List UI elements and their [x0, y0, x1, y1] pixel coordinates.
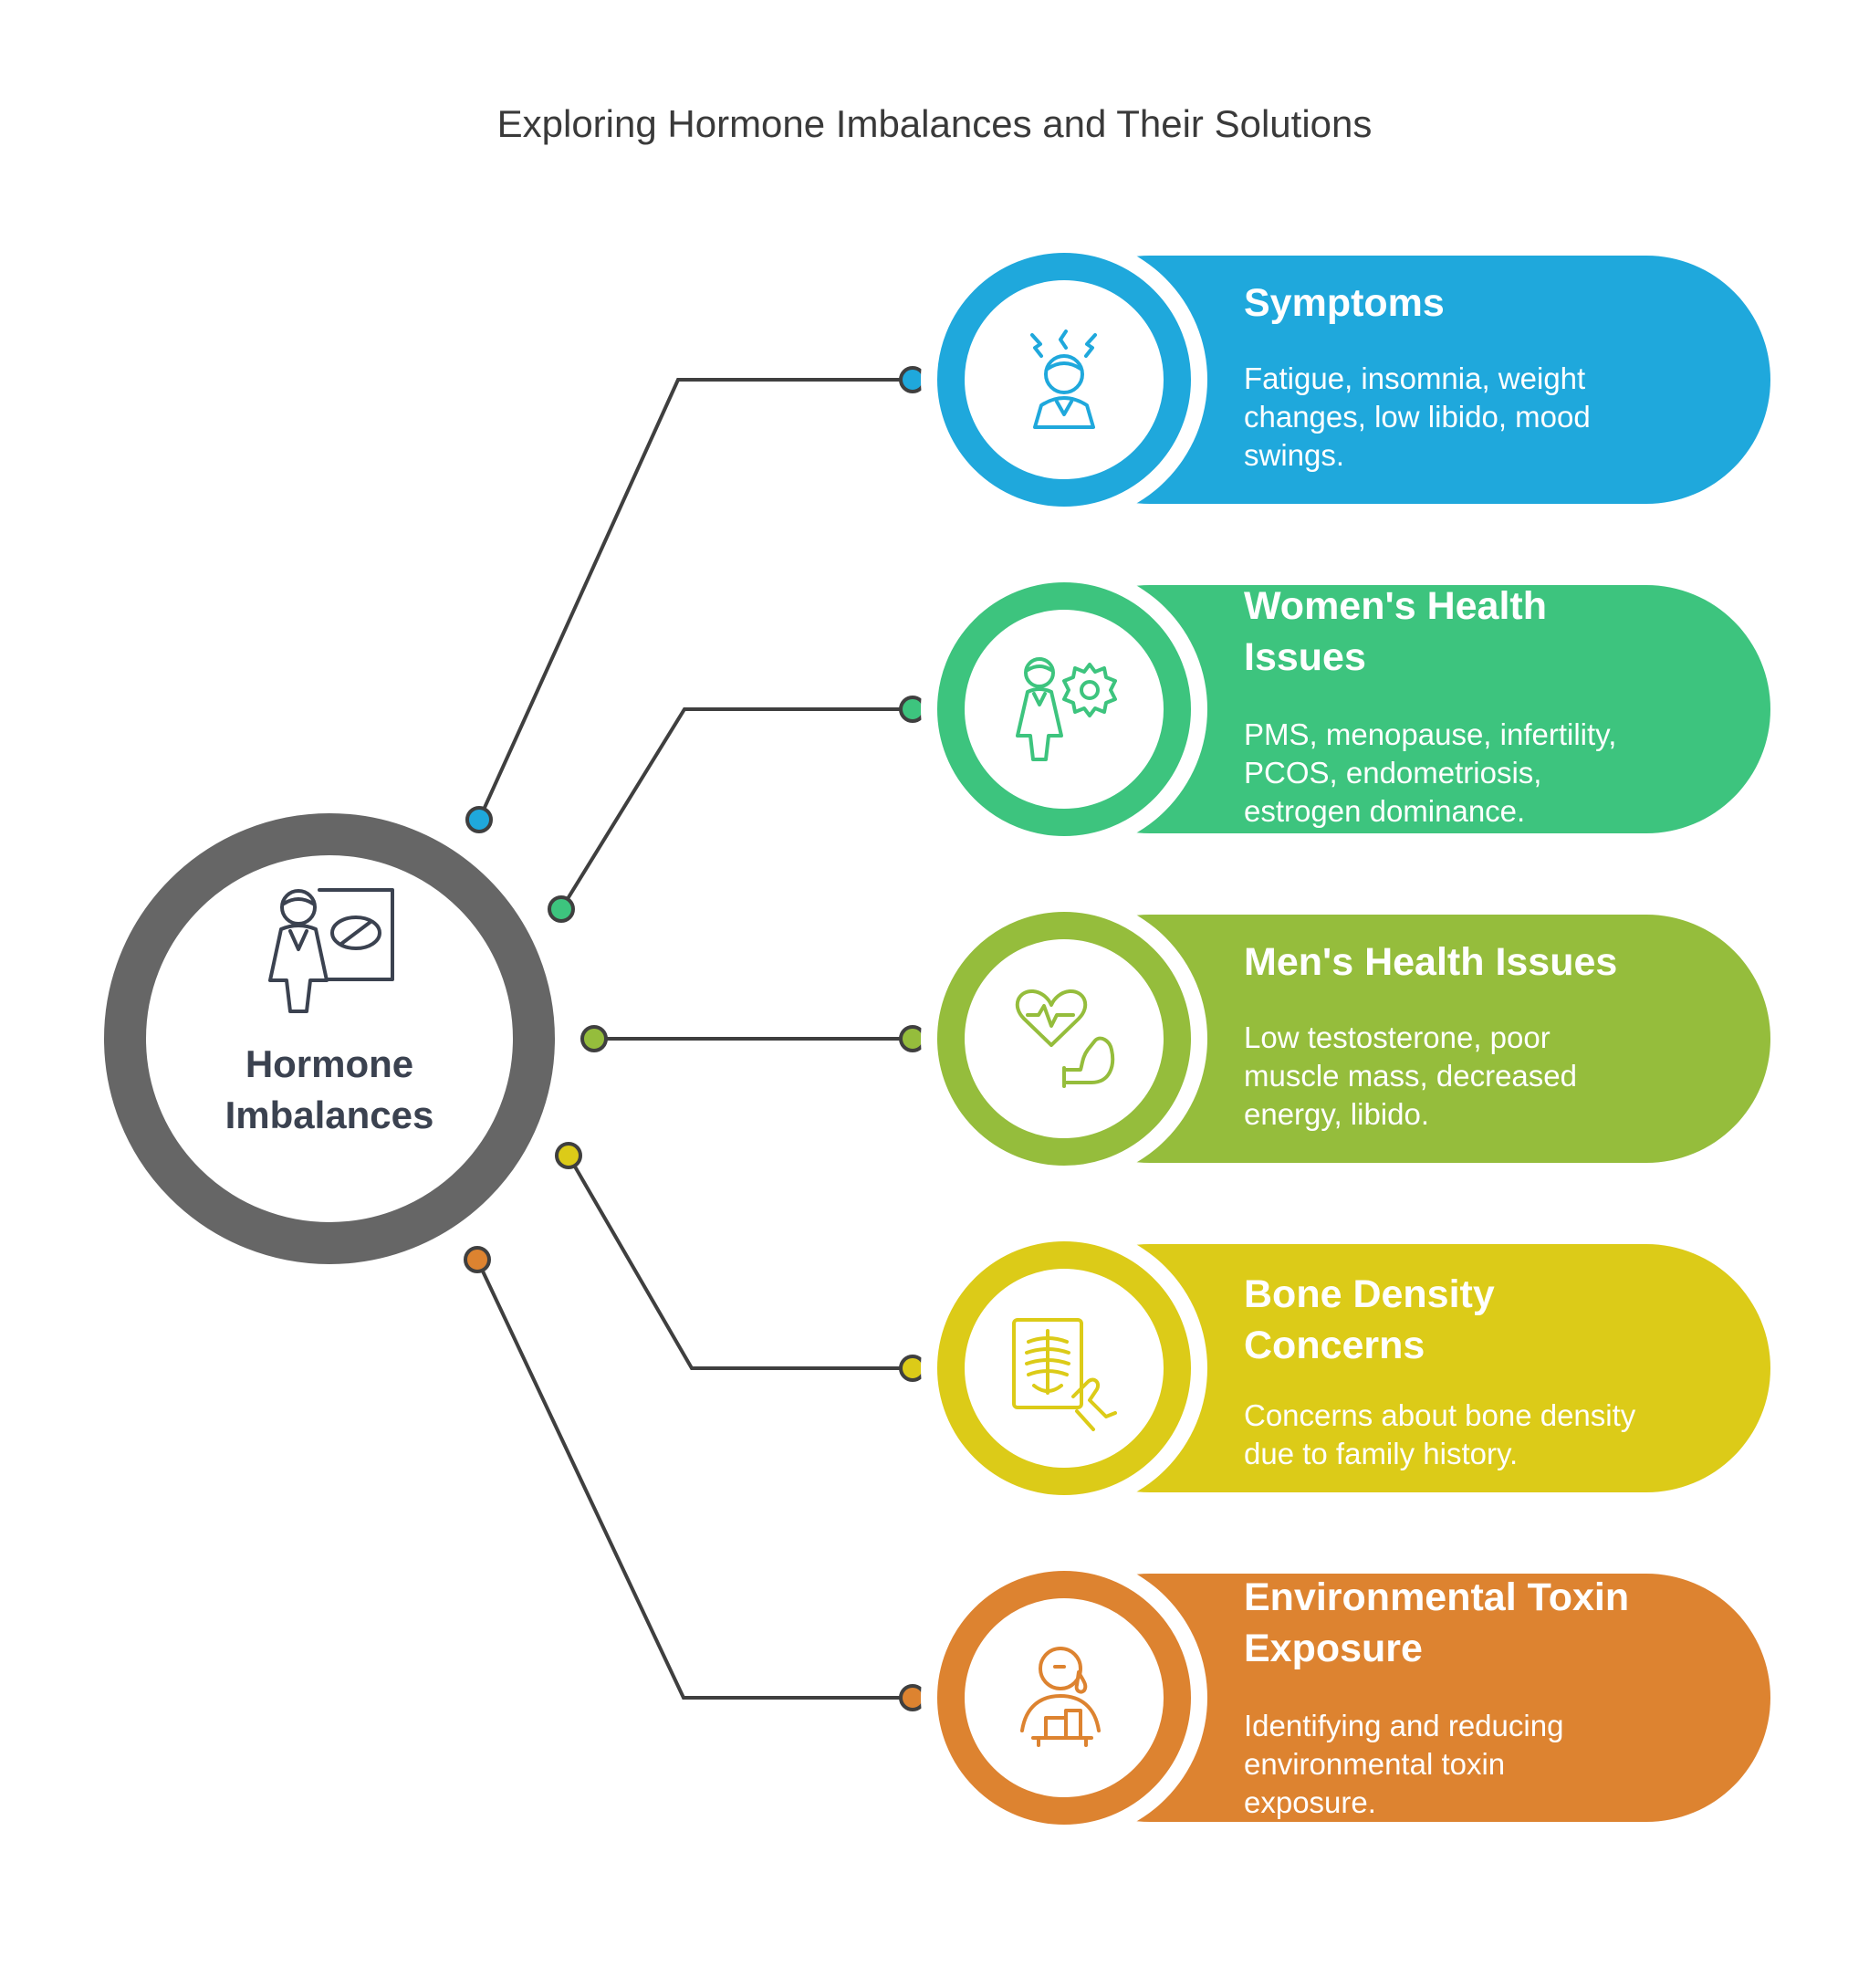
doctor-presentation-icon: [268, 888, 394, 1013]
card-mens-desc-line1: Low testosterone, poor: [1244, 1020, 1551, 1054]
card-bone-ring: [937, 1241, 1191, 1495]
dot-toxin-start: [464, 1246, 491, 1273]
connector-toxin: [475, 1259, 913, 1700]
card-bone-pill: [1026, 1244, 1770, 1492]
card-bone-title-line1: Bone Density: [1244, 1272, 1495, 1316]
card-womens-desc-line2: PCOS, endometriosis,: [1244, 756, 1542, 790]
dot-symptoms-start: [465, 806, 493, 833]
page-title: Exploring Hormone Imbalances and Their S…: [496, 102, 1373, 145]
card-toxin-title-line1: Environmental Toxin: [1244, 1575, 1630, 1619]
card-mens-pill: [1026, 915, 1770, 1163]
card-symptoms-pill: [1026, 256, 1770, 504]
heart-muscle-icon: [1015, 989, 1115, 1088]
card-toxin-title: Environmental Toxin Exposure: [1244, 1572, 1718, 1674]
connector-symptoms: [477, 378, 913, 821]
card-symptoms-desc-line1: Fatigue, insomnia, weight: [1244, 361, 1586, 395]
card-womens-title-line2: Issues: [1244, 635, 1366, 679]
stressed-person-icon: [1030, 330, 1097, 429]
connector-womens-health: [559, 707, 913, 911]
card-toxin-desc-line3: exposure.: [1244, 1785, 1376, 1819]
card-toxin-title-line2: Exposure: [1244, 1627, 1423, 1670]
card-mens-desc-line2: muscle mass, decreased: [1244, 1059, 1577, 1093]
card-bone-desc-line1: Concerns about bone density: [1244, 1398, 1636, 1432]
card-womens-desc: PMS, menopause, infertility, PCOS, endom…: [1244, 716, 1700, 831]
card-symptoms-desc: Fatigue, insomnia, weight changes, low l…: [1244, 360, 1700, 475]
card-symptoms-desc-line2: changes, low libido, mood: [1244, 400, 1591, 434]
card-bone-title-line2: Concerns: [1244, 1324, 1425, 1367]
card-womens-desc-line3: estrogen dominance.: [1244, 794, 1526, 828]
card-toxin-desc: Identifying and reducing environmental t…: [1244, 1707, 1700, 1822]
card-bone-desc: Concerns about bone density due to famil…: [1244, 1397, 1700, 1473]
card-womens-health: [921, 566, 1770, 853]
card-mens-desc-line3: energy, libido.: [1244, 1097, 1430, 1131]
card-womens-desc-line1: PMS, menopause, infertility,: [1244, 717, 1617, 751]
card-mens-desc: Low testosterone, poor muscle mass, decr…: [1244, 1019, 1700, 1134]
card-symptoms-ring: [937, 253, 1191, 507]
card-bone-desc-line2: due to family history.: [1244, 1437, 1519, 1470]
card-toxin-exposure: [921, 1554, 1770, 1841]
connectors: [475, 378, 913, 1700]
card-womens-ring: [937, 582, 1191, 836]
card-mens-health: [921, 895, 1770, 1182]
card-toxin-pill: [1026, 1574, 1770, 1822]
sick-person-icon: [1020, 1647, 1101, 1747]
connector-dots: [464, 366, 926, 1711]
connector-bone-density: [567, 1154, 913, 1370]
card-symptoms-title-line1: Symptoms: [1244, 281, 1445, 325]
card-symptoms-title: Symptoms: [1244, 277, 1718, 329]
card-womens-title: Women's Health Issues: [1244, 581, 1718, 683]
card-womens-pill: [1026, 585, 1770, 833]
card-womens-title-line1: Women's Health: [1244, 584, 1547, 628]
center-hub-ring: [104, 813, 555, 1264]
card-mens-ring: [937, 912, 1191, 1166]
card-mens-title-line1: Men's Health Issues: [1244, 940, 1618, 984]
card-mens-title: Men's Health Issues: [1244, 936, 1718, 988]
card-symptoms: [921, 236, 1770, 523]
woman-gear-icon: [1016, 657, 1117, 761]
card-bone-title: Bone Density Concerns: [1244, 1269, 1718, 1371]
center-label-line1: Hormone: [245, 1042, 414, 1085]
center-label: Hormone Imbalances: [185, 1039, 474, 1141]
card-toxin-desc-line2: environmental toxin: [1244, 1747, 1506, 1781]
xray-hand-icon: [1012, 1318, 1117, 1431]
card-toxin-desc-line1: Identifying and reducing: [1244, 1709, 1564, 1742]
dot-mens-start: [580, 1025, 608, 1052]
dot-bone-start: [555, 1142, 582, 1169]
card-bone-density: [921, 1225, 1770, 1512]
dot-womens-start: [548, 895, 575, 923]
center-label-line2: Imbalances: [224, 1093, 434, 1136]
card-symptoms-desc-line3: swings.: [1244, 438, 1345, 472]
